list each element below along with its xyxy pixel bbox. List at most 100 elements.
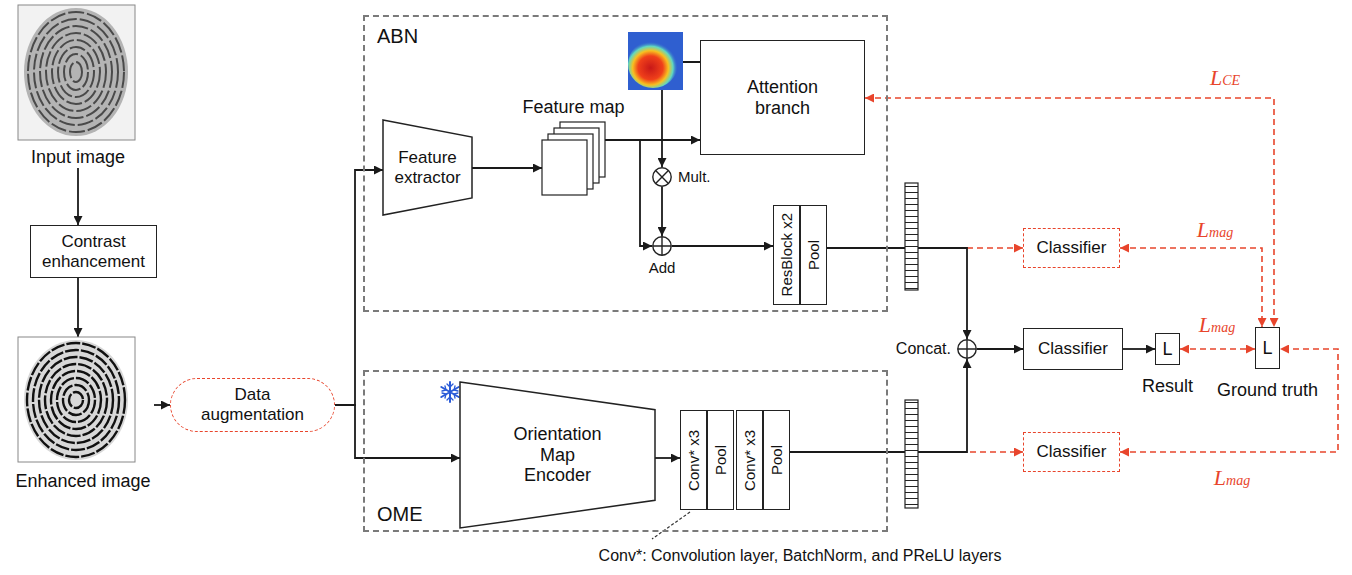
node-label: Pool xyxy=(806,240,821,270)
loss-connector xyxy=(1120,248,1262,327)
process-box: Classifier xyxy=(1023,328,1123,370)
label-patch: Lmag xyxy=(1197,312,1237,337)
ridge xyxy=(34,19,118,125)
node-label: L xyxy=(1162,339,1172,360)
process-box: Contrast enhancement xyxy=(30,225,157,278)
loss-label: LCE xyxy=(1210,65,1240,90)
feature-map-stack: Feature map xyxy=(542,122,605,195)
node-caption: Ground truth xyxy=(1217,380,1318,401)
trapezoid-shape xyxy=(383,120,472,215)
node-label: Pool xyxy=(769,445,784,475)
operator-ring xyxy=(653,168,671,186)
module-region: Orientation Map EncoderConv* x3PoolConv*… xyxy=(363,370,888,532)
node-caption: Mult. xyxy=(678,168,711,185)
layer-box: Pool xyxy=(763,410,790,510)
footnote: Conv*: Convolution layer, BatchNorm, and… xyxy=(599,547,1002,565)
operator-symbol xyxy=(652,236,672,256)
label-patch: Lmag xyxy=(1195,217,1235,242)
process-box: Attention branch xyxy=(700,40,865,155)
text-anchor: Feature extractor xyxy=(383,120,472,215)
operator-ring xyxy=(653,237,671,255)
text-anchor: Add xyxy=(649,259,676,276)
node-label: Classifier xyxy=(1037,238,1107,258)
image-node: Input image xyxy=(10,3,146,168)
encoder-trapezoid: Orientation Map Encoder xyxy=(460,382,655,528)
ridge xyxy=(58,47,94,97)
ridge xyxy=(69,392,83,408)
loss-label: Lmag xyxy=(1214,465,1250,490)
ridge xyxy=(57,378,95,422)
flow-arrow xyxy=(790,359,967,452)
fingerprint xyxy=(24,340,128,460)
ridge xyxy=(64,54,88,90)
node-label: L xyxy=(1262,338,1272,359)
heatmap-hotspot xyxy=(628,40,678,88)
operator-circle: Add xyxy=(652,236,672,256)
text-anchor: ABN xyxy=(377,25,418,48)
label-patch: LCE xyxy=(1208,65,1242,90)
operator-cross xyxy=(656,171,669,184)
flow-arrow xyxy=(661,187,663,236)
flow-arrow xyxy=(1123,348,1155,350)
auxiliary-classifier-box: Classifier xyxy=(1023,432,1120,472)
flow-arrow xyxy=(472,167,542,169)
loss-label: Lmag xyxy=(1199,312,1235,337)
node-caption: OME xyxy=(377,503,423,526)
flow-arrow xyxy=(77,278,79,337)
flow-arrow xyxy=(154,404,170,406)
text-anchor: Concat. xyxy=(896,340,951,358)
text-anchor: L xyxy=(1256,328,1279,368)
text-anchor: Data augmentation xyxy=(171,379,334,431)
flow-arrow xyxy=(605,140,652,246)
node-label: Contrast enhancement xyxy=(35,232,152,271)
layer-box: Pool xyxy=(707,410,734,510)
text-anchor: Pool xyxy=(708,411,733,509)
leader-line xyxy=(652,512,690,539)
connector-group xyxy=(790,98,1338,452)
text-anchor: OME xyxy=(377,503,423,526)
layer-box: ResBlock x2 xyxy=(773,205,800,305)
ridge xyxy=(45,364,107,436)
label-patch: Lmag xyxy=(1212,465,1252,490)
feature-vector xyxy=(905,183,918,290)
snowflake-arms xyxy=(441,382,458,402)
text-anchor: Input image xyxy=(10,147,146,168)
frozen-snowflake xyxy=(441,382,458,402)
node-label: Orientation Map Encoder xyxy=(510,424,605,486)
node-caption: ABN xyxy=(377,25,418,48)
node-caption: Enhanced image xyxy=(12,471,154,492)
text-anchor: Enhanced image xyxy=(12,471,154,492)
text-anchor: Classifier xyxy=(1024,229,1119,267)
loss-label: Lmag xyxy=(1197,217,1233,242)
text-anchor: Conv* x3 xyxy=(681,411,706,509)
layer-box: Pool xyxy=(800,205,827,305)
feature-vector xyxy=(905,400,918,508)
node-label: Feature extractor xyxy=(387,148,468,187)
auxiliary-classifier-box: Classifier xyxy=(1023,228,1120,268)
node-label: Data augmentation xyxy=(195,385,310,424)
trapezoid-shape xyxy=(460,382,655,528)
operator-circle: Mult. xyxy=(652,167,672,187)
text-anchor: Pool xyxy=(764,411,789,509)
process-box: LResult xyxy=(1155,333,1180,365)
text-anchor: L xyxy=(1156,334,1179,364)
ridge xyxy=(33,350,119,450)
operator-circle: Concat. xyxy=(957,339,977,359)
feature-map-sheet xyxy=(542,140,587,195)
loss-connector xyxy=(1120,349,1338,452)
label-patch: Conv*: Convolution layer, BatchNorm, and… xyxy=(597,547,1004,565)
ridge xyxy=(52,40,100,104)
snowflake-ticks xyxy=(442,384,458,400)
operator-symbol xyxy=(652,167,672,187)
text-anchor: Result xyxy=(1142,376,1193,397)
node-caption: Concat. xyxy=(896,340,951,358)
text-anchor: Mult. xyxy=(678,168,711,185)
image-frame xyxy=(18,5,135,140)
augmentation-pill: Data augmentation xyxy=(170,378,335,432)
operator-ring xyxy=(958,340,976,358)
fingerprint-ridges xyxy=(27,343,125,457)
layer-box: Conv* x3 xyxy=(736,410,763,510)
